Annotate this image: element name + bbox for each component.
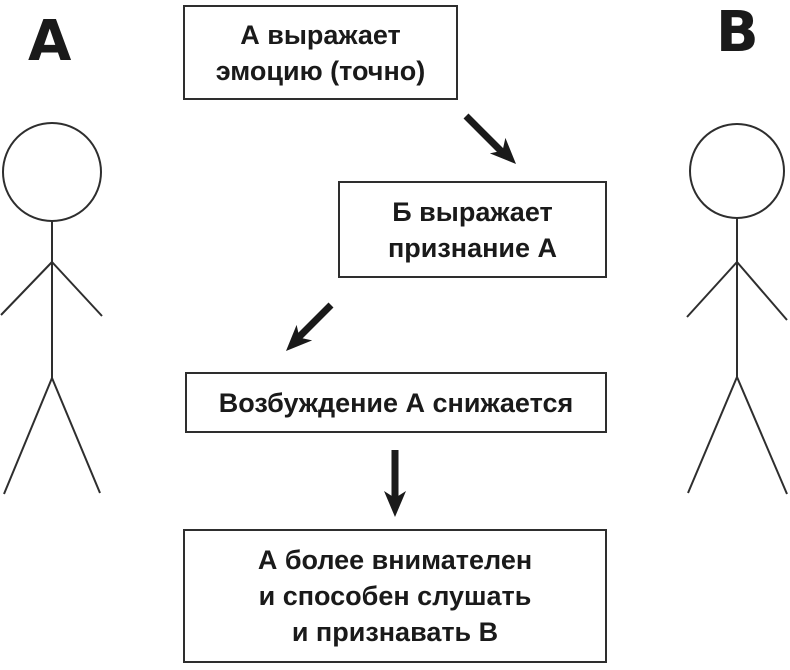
flow-box-a-listens-acknowledges: А более внимателен и способен слушать и … xyxy=(183,529,607,663)
flow-box-a-expresses-emotion: А выражает эмоцию (точно) xyxy=(183,5,458,100)
flow-box-b-acknowledges: Б выражает признание А xyxy=(338,181,607,278)
stick-figure-a-icon xyxy=(0,122,103,495)
person-b-label: В xyxy=(716,0,759,65)
stick-figure-b-icon xyxy=(686,123,788,495)
arrow-step3-to-step4-icon xyxy=(384,450,406,517)
flow-box-arousal-decreases: Возбуждение А снижается xyxy=(185,372,607,433)
arrow-step2-to-step3-icon xyxy=(286,302,334,351)
person-a-label: А xyxy=(28,9,72,74)
arrow-step1-to-step2-icon xyxy=(463,113,516,164)
